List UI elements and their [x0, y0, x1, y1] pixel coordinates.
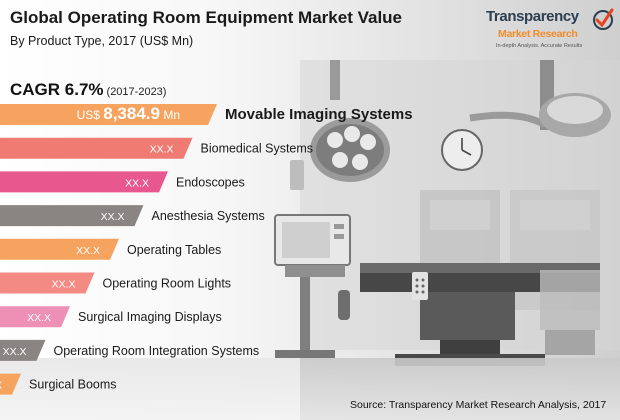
category-label: Surgical Booms	[29, 378, 117, 392]
bar-8	[0, 339, 46, 361]
bar-7	[0, 306, 70, 328]
bar-9	[0, 373, 21, 395]
check-mark-icon	[593, 8, 614, 30]
bar-value-label: XX.X	[27, 312, 51, 324]
category-label: Endoscopes	[176, 175, 245, 189]
bar-value-label: XX.X	[0, 380, 2, 392]
bar-value-label: XX.X	[150, 144, 174, 156]
bar-3	[0, 171, 168, 193]
bar-value-label: XX.X	[101, 211, 125, 223]
chart-subtitle: By Product Type, 2017 (US$ Mn)	[10, 34, 194, 48]
category-label: Anesthesia Systems	[152, 209, 265, 223]
bar-value-label: XX.X	[52, 279, 76, 291]
category-label: Biomedical Systems	[201, 142, 314, 156]
bar-2	[0, 137, 193, 159]
bar-4	[0, 205, 144, 227]
brand-logo: Transparency Market Research In-depth An…	[486, 6, 614, 54]
bar-value-label: XX.X	[125, 177, 149, 189]
cagr-value: CAGR 6.7%	[10, 80, 104, 99]
bar-value-label: US$ 8,384.9 Mn	[77, 104, 180, 123]
bar-value-label: XX.X	[3, 346, 27, 358]
cagr-period: (2017-2023)	[106, 86, 167, 98]
logo-name: Transparency	[486, 8, 579, 25]
bar-6	[0, 272, 95, 294]
category-label: Movable Imaging Systems	[225, 106, 413, 123]
bar-value-label: XX.X	[76, 245, 100, 257]
logo-tagline: In-depth Analysis. Accurate Results	[496, 43, 583, 49]
bar-5	[0, 238, 119, 260]
chart-title: Global Operating Room Equipment Market V…	[10, 8, 403, 27]
category-label: Operating Room Lights	[103, 277, 232, 291]
bar-1	[0, 104, 217, 125]
category-label: Surgical Imaging Displays	[78, 310, 222, 324]
category-label: Operating Tables	[127, 243, 221, 257]
category-label: Operating Room Integration Systems	[54, 344, 260, 358]
source-note: Source: Transparency Market Research Ana…	[350, 399, 607, 411]
cagr-label: CAGR 6.7%(2017-2023)	[10, 80, 166, 100]
logo-subname: Market Research	[498, 28, 578, 40]
